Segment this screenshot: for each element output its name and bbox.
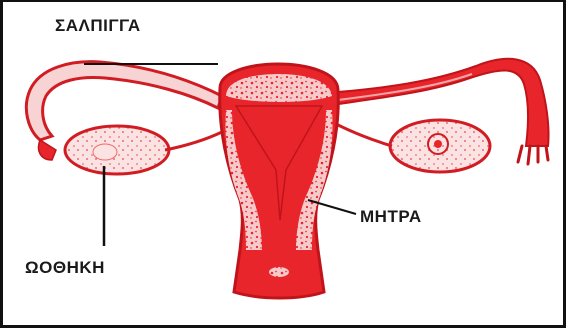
left-ovary [65,126,222,174]
fallopian-tube-label: ΣΑΛΠΙΓΓΑ [55,16,141,36]
ovary-label: ΩΟΘΗΚΗ [25,258,105,278]
uterus-label: ΜΗΤΡΑ [360,207,422,227]
uterus [220,64,339,298]
right-ovary [336,120,490,172]
